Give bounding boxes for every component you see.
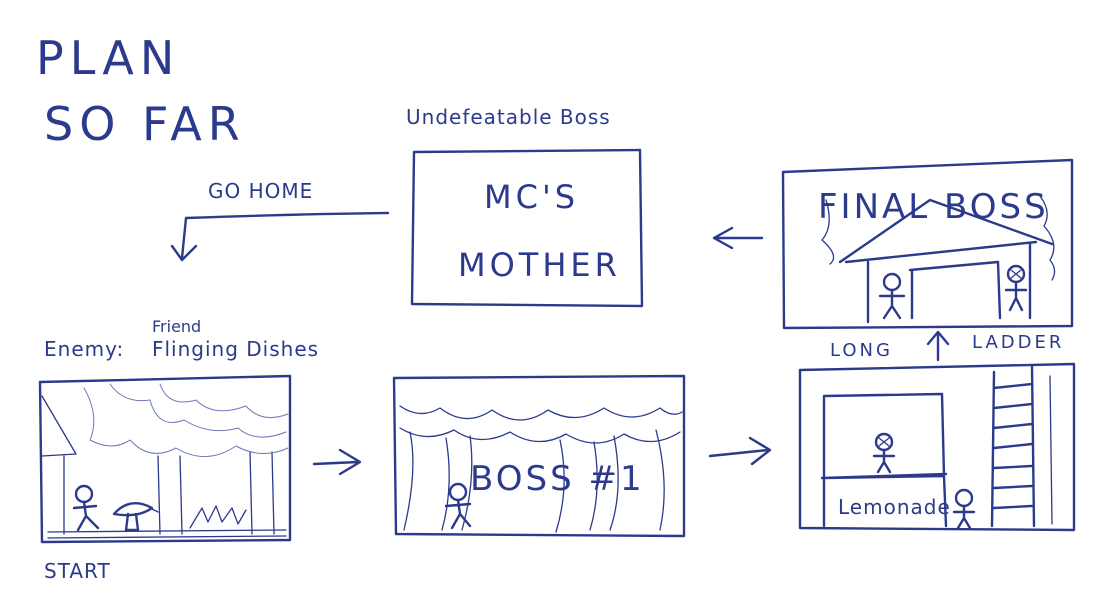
final-boss-label: FINAL BOSS — [818, 187, 1049, 227]
enemy-label: Enemy: — [44, 337, 124, 361]
final-boss-panel-frame — [781, 158, 1074, 330]
arrow-left-to-mother — [712, 226, 764, 250]
mothers-panel-line2: MOTHER — [458, 246, 621, 284]
plan-title-line2: SO FAR — [44, 97, 246, 151]
arrow-boss1-to-lemonade — [708, 436, 772, 466]
go-home-arrow — [170, 211, 390, 262]
arrow-start-to-boss1 — [312, 448, 362, 476]
start-panel-scenery — [41, 383, 289, 539]
friend-label: Friend — [152, 317, 201, 336]
final-boss-house — [821, 195, 1056, 324]
ladder-label-left: LONG — [830, 340, 893, 361]
lemonade-stand — [820, 392, 948, 528]
start-panel-frame — [38, 374, 292, 544]
ladder-up-arrow — [926, 330, 950, 362]
mothers-panel-line1: MC'S — [484, 178, 579, 216]
boss1-hero-figure — [444, 482, 472, 530]
final-boss-enemy-figure — [1004, 264, 1028, 312]
start-friend-mushroom — [112, 502, 159, 532]
undefeatable-boss-caption: Undefeatable Boss — [406, 105, 611, 129]
plan-title-line1: PLAN — [36, 31, 180, 85]
start-hero-figure — [72, 484, 100, 532]
long-ladder — [990, 364, 1053, 528]
enemy-description: Flinging Dishes — [152, 337, 319, 361]
boss1-panel-frame — [392, 374, 686, 538]
lemonade-hero-figure — [952, 488, 976, 530]
boss1-label: BOSS #1 — [470, 459, 645, 499]
final-boss-hero-figure — [878, 272, 906, 320]
boss1-forest — [399, 405, 683, 533]
lemonade-panel-frame — [798, 362, 1076, 532]
lemonade-sign: Lemonade — [838, 495, 951, 519]
go-home-label: GO HOME — [208, 179, 313, 203]
ladder-label-right: LADDER — [972, 332, 1064, 353]
start-label: START — [44, 559, 111, 583]
mothers-panel-frame — [410, 148, 644, 308]
lemonade-vendor-figure — [872, 432, 896, 474]
